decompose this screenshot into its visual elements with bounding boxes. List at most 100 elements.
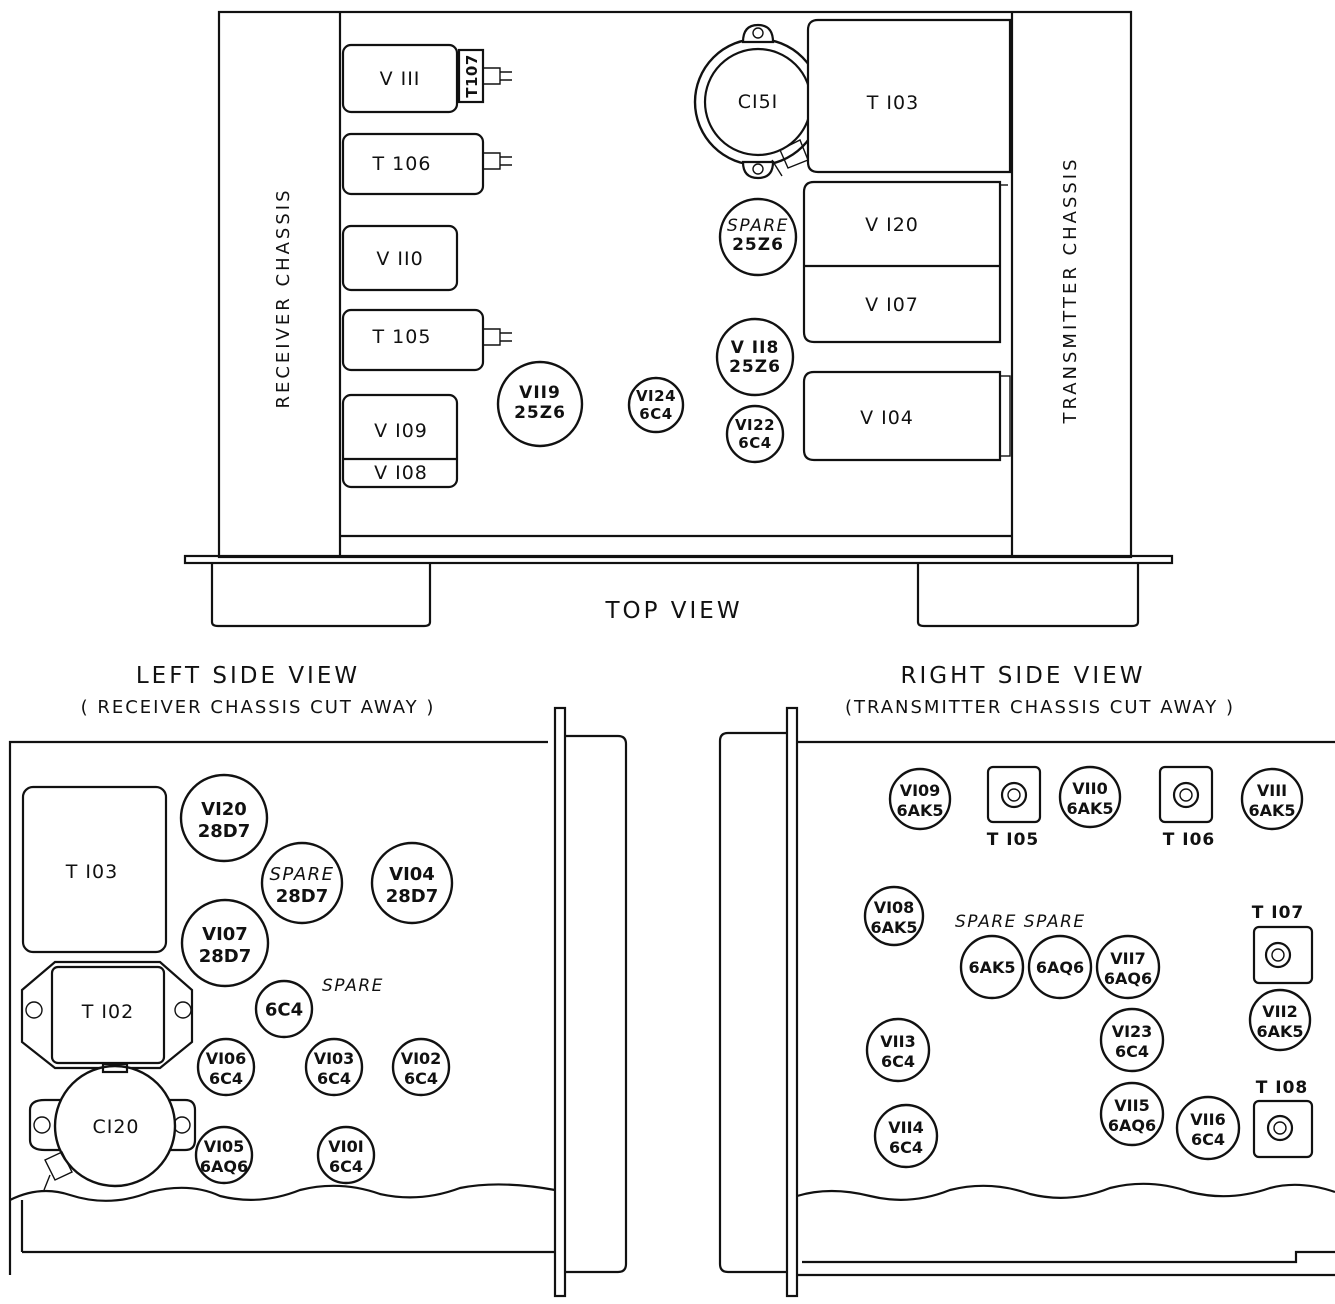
v104-label: V I04 bbox=[860, 407, 914, 429]
v120-label: V I20 bbox=[865, 214, 919, 236]
v111-label: V III bbox=[380, 68, 421, 90]
left-tube-type-label: 6AQ6 bbox=[200, 1157, 248, 1176]
v107-label: V I07 bbox=[865, 294, 919, 316]
v110-label: V II0 bbox=[376, 248, 423, 270]
right-tube-type-label: 6AK5 bbox=[1066, 799, 1113, 818]
right-t108: T I08 bbox=[1252, 1078, 1314, 1159]
right-tube bbox=[1099, 1081, 1165, 1147]
left-c120-terminal bbox=[43, 1151, 73, 1191]
v122-type-label: VI22 bbox=[735, 416, 775, 434]
spare-25z6-tube bbox=[718, 197, 798, 277]
top-view: TOP VIEW RECEIVER CHASSIS TRANSMITTER CH… bbox=[183, 10, 1174, 628]
left-tube-number-label: VI20 bbox=[201, 799, 247, 820]
left-t103-label: T I03 bbox=[65, 861, 118, 883]
receiver-chassis-label: RECEIVER CHASSIS bbox=[273, 187, 294, 408]
t103-transformer bbox=[806, 18, 1012, 174]
left-panel-handle bbox=[565, 734, 628, 1274]
right-tube-type-label: 6AK5 bbox=[870, 918, 917, 937]
right-front-panel bbox=[785, 706, 799, 1298]
right-t106: T I06 bbox=[1158, 765, 1214, 850]
v118-tube bbox=[715, 317, 795, 397]
left-t103-transformer bbox=[21, 785, 168, 954]
right-handle bbox=[916, 563, 1140, 628]
left-tube-type-label: 6C4 bbox=[209, 1069, 243, 1088]
left-view-subtitle: ( RECEIVER CHASSIS CUT AWAY ) bbox=[81, 697, 436, 718]
right-tube bbox=[1175, 1095, 1241, 1161]
v119-tube bbox=[496, 360, 584, 448]
left-t102-transformer bbox=[20, 960, 194, 1070]
right-t105-knob bbox=[1000, 781, 1028, 809]
right-t107-label: T I07 bbox=[1252, 903, 1305, 923]
right-tube-type-label: 6AK5 bbox=[896, 801, 943, 820]
left-tube-type-label: 28D7 bbox=[386, 886, 439, 907]
right-tube-number-label: 6AK5 bbox=[968, 958, 1015, 977]
c151-screw-bottom bbox=[752, 163, 764, 175]
top-view-title: TOP VIEW bbox=[604, 598, 742, 624]
right-tube bbox=[1099, 1007, 1165, 1073]
c151-mount-bottom bbox=[741, 160, 775, 180]
right-t108-slug bbox=[1273, 1121, 1287, 1135]
v104-shield bbox=[802, 370, 1002, 462]
right-tube bbox=[959, 934, 1025, 1000]
right-panel-handle bbox=[718, 731, 787, 1274]
left-tube bbox=[304, 1037, 364, 1097]
right-view-subtitle: (TRANSMITTER CHASSIS CUT AWAY ) bbox=[845, 697, 1235, 718]
left-tube-number-label: VI05 bbox=[204, 1137, 245, 1156]
left-c120-screw-left bbox=[33, 1116, 51, 1134]
left-tube-number-label: VI06 bbox=[206, 1049, 247, 1068]
left-t102-label: T I02 bbox=[81, 1001, 134, 1023]
t105-can bbox=[341, 308, 485, 372]
right-tube bbox=[865, 1017, 931, 1083]
left-c120-capacitor bbox=[53, 1064, 177, 1188]
v124-tube bbox=[627, 376, 685, 434]
v110-shield bbox=[341, 224, 459, 292]
left-cutaway-line bbox=[9, 1183, 556, 1202]
left-tube-number-label: 6C4 bbox=[265, 999, 303, 1020]
right-tube bbox=[1058, 765, 1122, 829]
right-t106-slug bbox=[1179, 788, 1193, 802]
right-t105-label: T I05 bbox=[987, 830, 1040, 850]
t105-label: T 105 bbox=[372, 326, 432, 348]
right-tube bbox=[863, 885, 925, 947]
right-tube bbox=[888, 767, 952, 831]
c151-label: CI5I bbox=[738, 91, 779, 113]
right-t106-can bbox=[1158, 765, 1214, 824]
left-tube-number-label: VI02 bbox=[401, 1049, 442, 1068]
left-chassis-outline bbox=[8, 740, 548, 1275]
spare-25z6-spare-label: SPARE bbox=[727, 216, 789, 236]
right-tube-number-label: VII6 bbox=[1190, 1110, 1225, 1129]
left-c120-label: CI20 bbox=[92, 1116, 139, 1138]
right-t108-label: T I08 bbox=[1256, 1078, 1309, 1098]
left-tube bbox=[316, 1125, 376, 1185]
right-tube-type-label: 6AK5 bbox=[1248, 801, 1295, 820]
v122-tube bbox=[725, 404, 785, 464]
left-handle bbox=[210, 563, 432, 628]
v118-number-label: 25Z6 bbox=[729, 357, 781, 377]
right-tube-type-label: 6C4 bbox=[1191, 1130, 1225, 1149]
left-tube-type-label: 6C4 bbox=[404, 1069, 438, 1088]
right-tube-number-label: VII4 bbox=[888, 1118, 923, 1137]
left-tube-type-label: 28D7 bbox=[276, 886, 329, 907]
right-t106-knob bbox=[1172, 781, 1200, 809]
v109-v108-shield bbox=[341, 393, 459, 489]
t106-terminal bbox=[483, 152, 512, 170]
left-tube bbox=[254, 979, 314, 1039]
right-tube-type-label: 6C4 bbox=[1115, 1042, 1149, 1061]
right-tube-type-label: 6AQ6 bbox=[1104, 969, 1152, 988]
t106-can bbox=[341, 132, 485, 196]
left-tube bbox=[180, 898, 270, 988]
left-front-panel bbox=[553, 706, 567, 1298]
left-t102-screw-left bbox=[25, 1001, 43, 1019]
right-tube-number-label: VI08 bbox=[874, 898, 915, 917]
v120-v107-shield bbox=[802, 180, 1002, 344]
right-tube-number-label: VII0 bbox=[1072, 779, 1107, 798]
right-cutaway-line bbox=[796, 1182, 1335, 1201]
right-tube bbox=[1095, 934, 1161, 1000]
left-tube-type-label: 28D7 bbox=[199, 946, 252, 967]
left-tube bbox=[196, 1037, 256, 1097]
right-tube-type-label: 6AQ6 bbox=[1108, 1116, 1156, 1135]
v104-bracket bbox=[999, 375, 1011, 457]
front-panel bbox=[183, 554, 1174, 565]
